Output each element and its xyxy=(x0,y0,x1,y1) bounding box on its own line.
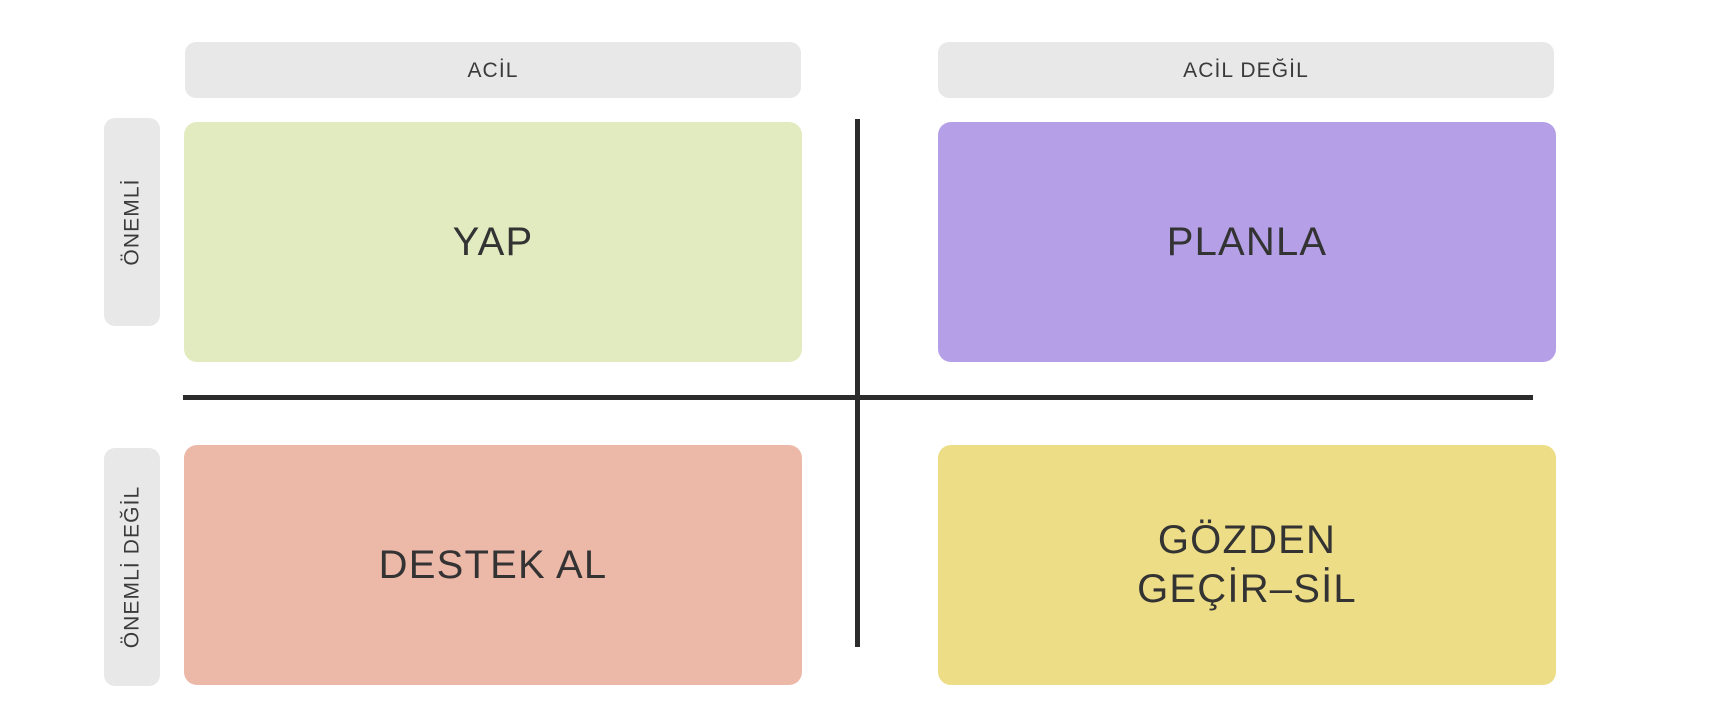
vertical-divider-line xyxy=(855,119,860,647)
quadrant-delegate[interactable]: DESTEK AL xyxy=(184,445,802,685)
quadrant-do[interactable]: YAP xyxy=(184,122,802,362)
row-header-not-important: ÖNEMLİ DEĞİL xyxy=(104,448,160,686)
column-header-not-urgent: ACİL DEĞİL xyxy=(938,42,1554,98)
row-header-important: ÖNEMLİ xyxy=(104,118,160,326)
row-header-important-label: ÖNEMLİ xyxy=(120,178,144,266)
quadrant-do-label: YAP xyxy=(452,219,534,264)
quadrant-plan-label: PLANLA xyxy=(1166,219,1328,264)
quadrant-plan[interactable]: PLANLA xyxy=(938,122,1556,362)
column-header-urgent: ACİL xyxy=(185,42,801,98)
column-header-urgent-label: ACİL xyxy=(467,58,519,82)
quadrant-delete-label: GÖZDEN GEÇİR–SİL xyxy=(1137,518,1357,611)
quadrant-delegate-label: DESTEK AL xyxy=(378,542,608,587)
row-header-not-important-label: ÖNEMLİ DEĞİL xyxy=(120,485,144,649)
quadrant-delete[interactable]: GÖZDEN GEÇİR–SİL xyxy=(938,445,1556,685)
column-header-not-urgent-label: ACİL DEĞİL xyxy=(1183,58,1309,82)
